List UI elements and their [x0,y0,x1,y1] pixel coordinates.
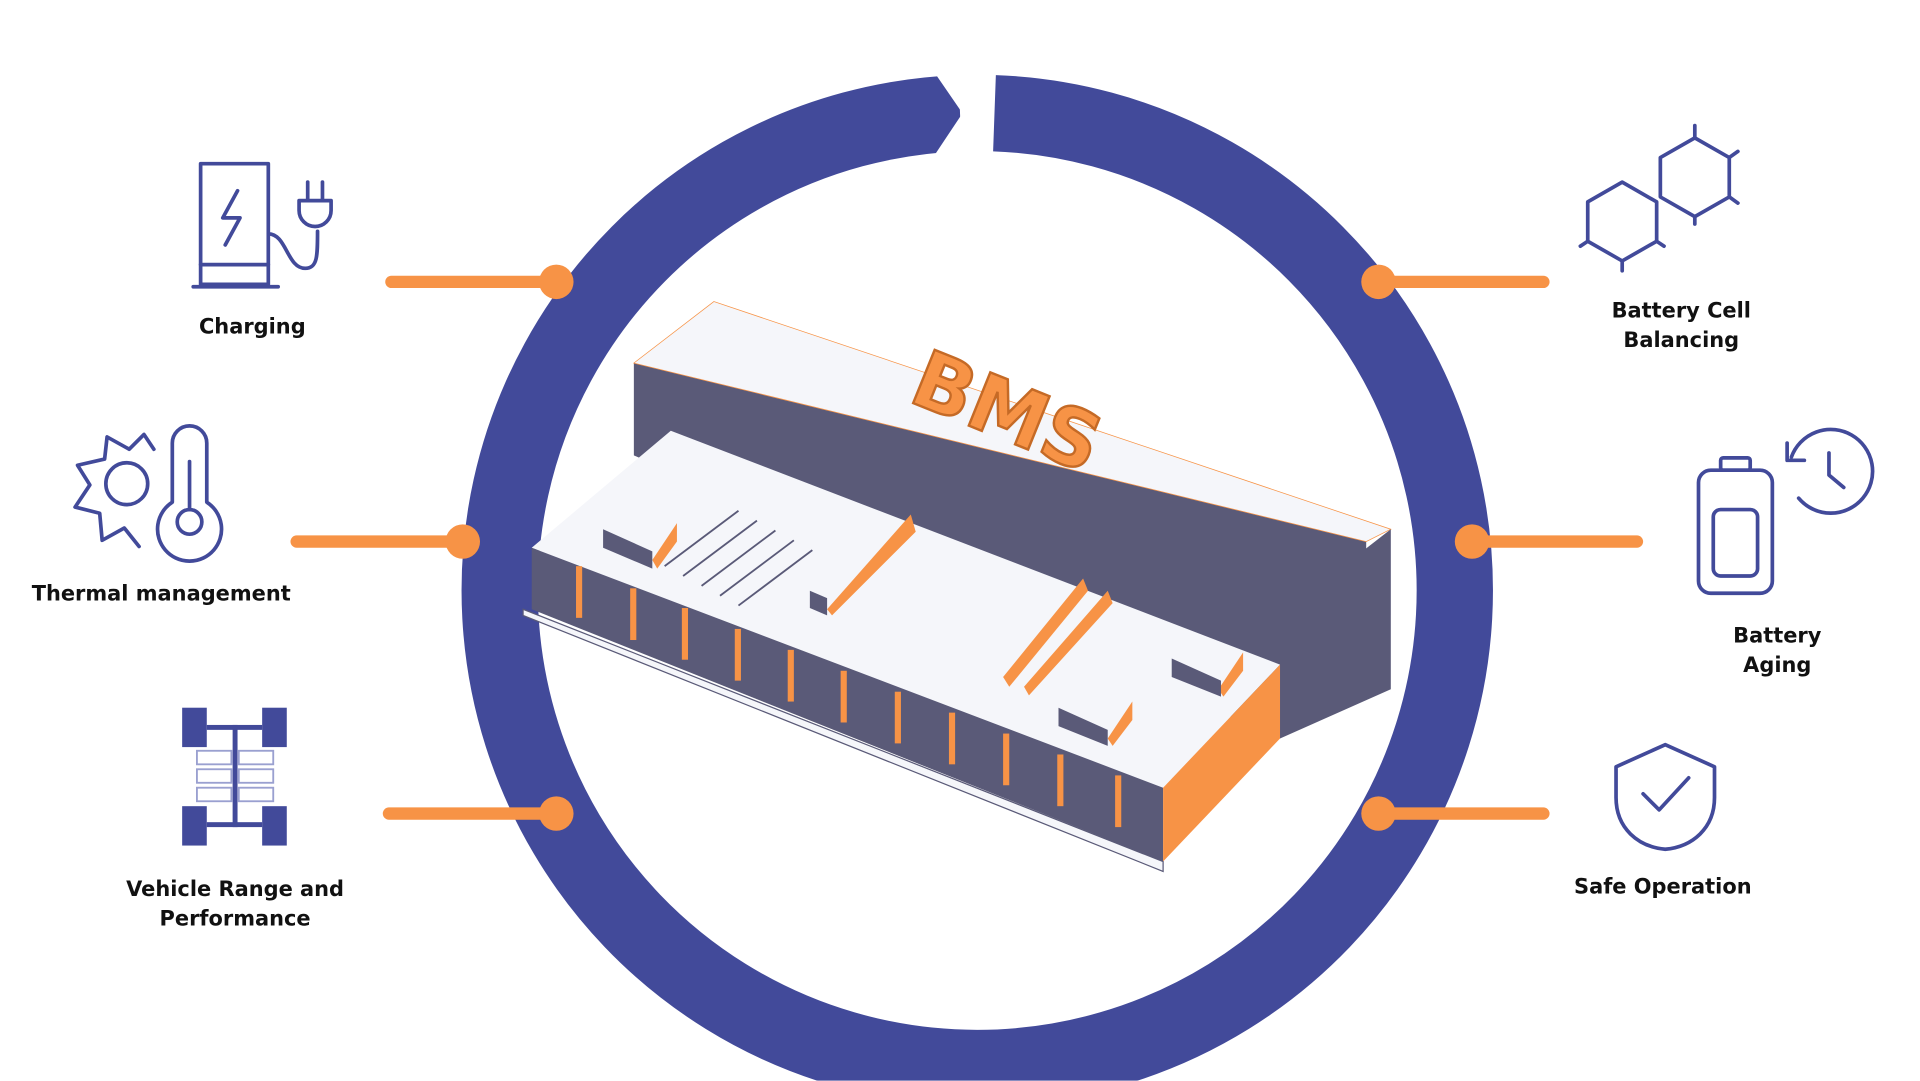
connector-balancing [1361,264,1550,300]
vehicle-chassis-icon [182,707,287,846]
connector-thermal [290,524,481,559]
feature-label-safe-operation: Safe Operation [1574,875,1752,900]
feature-label-battery-aging: Battery Aging [1733,624,1822,679]
connector-charging [385,264,574,300]
feature-label-vehicle-range: Vehicle Range and Performance [126,877,345,932]
framework-ring [461,73,1493,1081]
feature-label-cell-balancing: Battery Cell Balancing [1611,299,1751,354]
connector-safe [1361,796,1550,831]
hexagon-cells-icon [1578,123,1740,273]
shield-check-icon [1614,742,1717,852]
connector-vehicle [382,796,574,831]
sun-thermometer-icon [73,424,224,563]
feature-label-thermal-management: Thermal management [31,582,291,607]
connector-aging [1454,524,1644,559]
battery-clock-icon [1696,427,1875,596]
bms-module-illustration: BMS [522,301,1392,873]
feature-label-charging: Charging [198,315,306,340]
charging-station-icon [191,161,333,289]
